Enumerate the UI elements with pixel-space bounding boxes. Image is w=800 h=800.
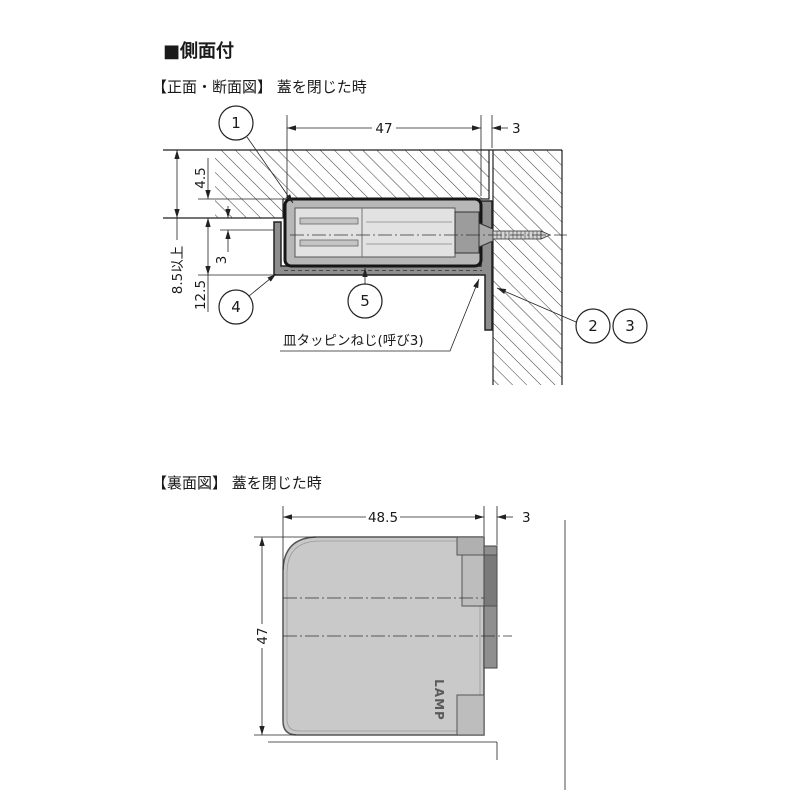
- dim-height-label: 12.5: [193, 280, 209, 310]
- dim-small-label: 3: [214, 256, 230, 265]
- dim-width-label-bg: [372, 120, 396, 135]
- screw-label-leader: [280, 278, 480, 352]
- callout-2-3-leader: [496, 287, 577, 323]
- callout-3-label: 3: [625, 317, 635, 335]
- dim-upper-label: 4.5: [193, 167, 209, 188]
- side-panel-outline: [492, 150, 563, 385]
- dim-min-thickness-label: 8.5以上: [170, 246, 186, 294]
- back-view: LAMP 48.5 3 47: [254, 506, 566, 790]
- back-dim-width-label: 48.5: [368, 510, 398, 526]
- callout-1-leader: [246, 136, 294, 204]
- catch-piston-head: [454, 211, 480, 254]
- callout-2-circle: [575, 308, 611, 344]
- callout-5-label: 5: [360, 292, 370, 310]
- callout-4-label: 4: [231, 298, 241, 316]
- back-dim-height-label-bg: [254, 624, 270, 648]
- callout-3-circle: [612, 308, 648, 344]
- top-tab-upper: [456, 536, 485, 556]
- catch-cylinder: [294, 207, 456, 258]
- section-title: ■側面付: [163, 40, 234, 62]
- callout-4-leader: [248, 273, 277, 297]
- back-dim-gap-label: 3: [522, 510, 531, 526]
- back-dim-width-label-bg: [366, 509, 400, 524]
- dim-gap-label: 3: [512, 121, 521, 137]
- dim-width-label: 47: [375, 121, 392, 137]
- callout-1-label: 1: [231, 114, 241, 132]
- back-dim-height-label: 47: [255, 627, 271, 644]
- side-strip-notch: [483, 554, 498, 607]
- front-section-heading: 【正面・断面図】 蓋を閉じた時: [152, 78, 367, 96]
- side-panel-hatch: [493, 150, 562, 385]
- lid-panel-hatch: [215, 150, 489, 218]
- catch-body-rim: [286, 540, 481, 732]
- bottom-tab: [456, 694, 485, 736]
- callout-2-label: 2: [588, 317, 598, 335]
- callout-4-circle: [218, 289, 254, 325]
- logo-text: LAMP: [432, 679, 446, 721]
- back-section-heading: 【裏面図】 蓋を閉じた時: [152, 474, 322, 492]
- front-section-view: 47 3 4.5 12.5 3 8.5以上 1 4 5 2 3: [163, 105, 648, 385]
- callout-5-circle: [347, 283, 383, 319]
- catch-piston-cone: [478, 222, 494, 248]
- cylinder-rib-upper: [299, 217, 359, 225]
- cylinder-rib-lower: [299, 239, 359, 247]
- screw-label: 皿タッピンねじ(呼び3): [283, 333, 424, 349]
- callout-1-circle: [218, 105, 254, 141]
